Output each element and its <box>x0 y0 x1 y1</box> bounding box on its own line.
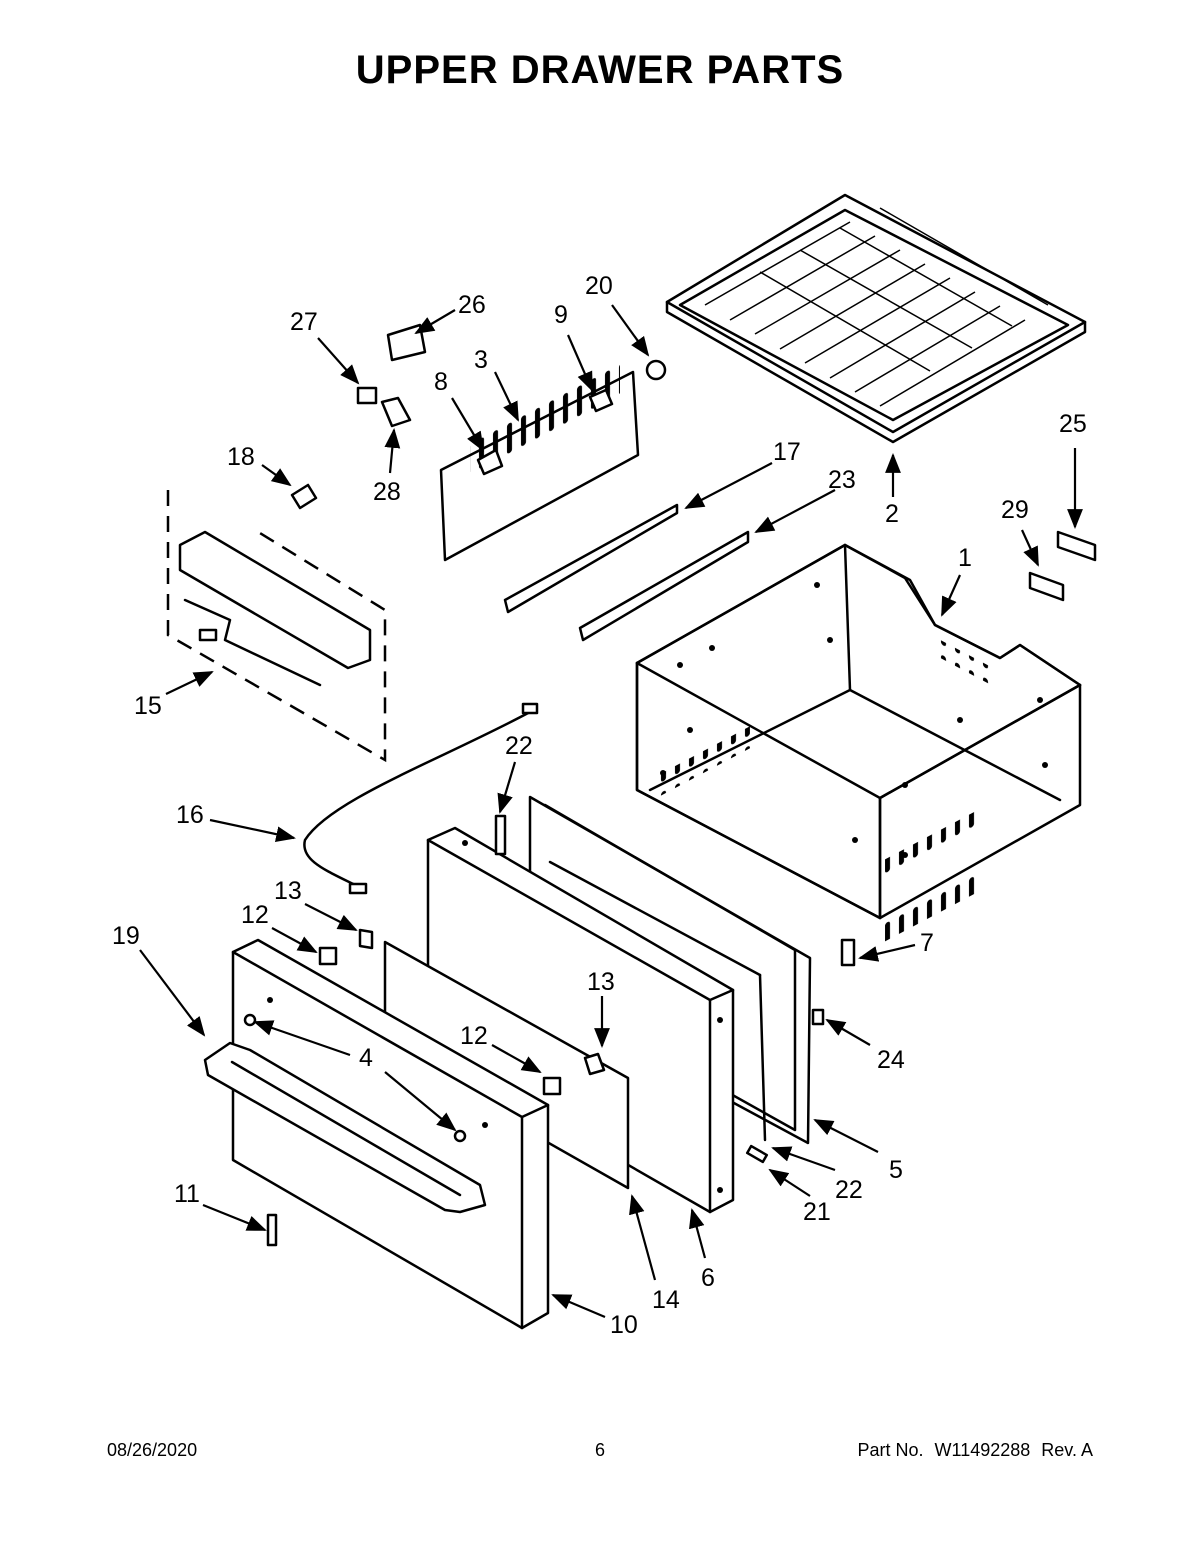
drawer-box <box>635 543 1082 942</box>
footer-part-number: W11492288 <box>934 1440 1031 1460</box>
footer-page-number: 6 <box>594 1440 605 1460</box>
callout-27: 27 <box>290 308 318 336</box>
callout-5: 5 <box>889 1156 903 1184</box>
control-bracket <box>166 490 387 763</box>
footer-part-label: Part No. <box>857 1440 924 1460</box>
callout-6: 6 <box>701 1264 715 1292</box>
callout-29: 29 <box>1001 496 1029 524</box>
page-title: UPPER DRAWER PARTS <box>355 48 845 92</box>
footer-date: 08/26/2020 <box>107 1440 198 1460</box>
callout-22b: 22 <box>835 1176 863 1204</box>
callout-28: 28 <box>373 478 401 506</box>
callout-13a: 13 <box>274 877 302 905</box>
callout-12a: 12 <box>241 901 269 929</box>
callout-22a: 22 <box>505 732 533 760</box>
callout-23: 23 <box>828 466 856 494</box>
callout-8: 8 <box>434 368 448 396</box>
rear-panel <box>439 355 640 562</box>
callout-20: 20 <box>585 272 613 300</box>
callout-numbers: 1 2 3 4 5 6 7 8 9 10 11 12 12 13 13 14 1… <box>112 272 1087 1339</box>
callout-2: 2 <box>885 500 899 528</box>
callout-24: 24 <box>877 1046 905 1074</box>
door-inner-panel <box>426 826 735 1214</box>
callout-25: 25 <box>1059 410 1087 438</box>
callout-14: 14 <box>652 1286 680 1314</box>
callout-17: 17 <box>773 438 801 466</box>
callout-9: 9 <box>554 301 568 329</box>
wire-harness <box>303 710 532 887</box>
wire-shelf <box>665 193 1087 444</box>
small-fasteners <box>243 323 1097 1247</box>
footer-revision: Rev. A <box>1041 1440 1093 1460</box>
callout-21: 21 <box>803 1198 831 1226</box>
callout-7: 7 <box>920 929 934 957</box>
leader-lines <box>139 304 1083 1319</box>
callout-1: 1 <box>958 544 972 572</box>
callout-19: 19 <box>112 922 140 950</box>
callout-26: 26 <box>458 291 486 319</box>
footer-part-info: Part No. W11492288 Rev. A <box>851 1440 1093 1461</box>
callout-18: 18 <box>227 443 255 471</box>
callout-11: 11 <box>174 1180 200 1208</box>
callout-15: 15 <box>134 692 162 720</box>
callout-12b: 12 <box>460 1022 488 1050</box>
door-handle <box>203 1041 487 1214</box>
callout-16: 16 <box>176 801 204 829</box>
callout-10: 10 <box>610 1311 638 1339</box>
drawer-rails <box>503 503 750 642</box>
connector-16-bottom <box>348 882 368 895</box>
callout-13b: 13 <box>587 968 615 996</box>
callout-3: 3 <box>474 346 488 374</box>
callout-4: 4 <box>359 1044 373 1072</box>
connector-16-top <box>521 702 539 715</box>
